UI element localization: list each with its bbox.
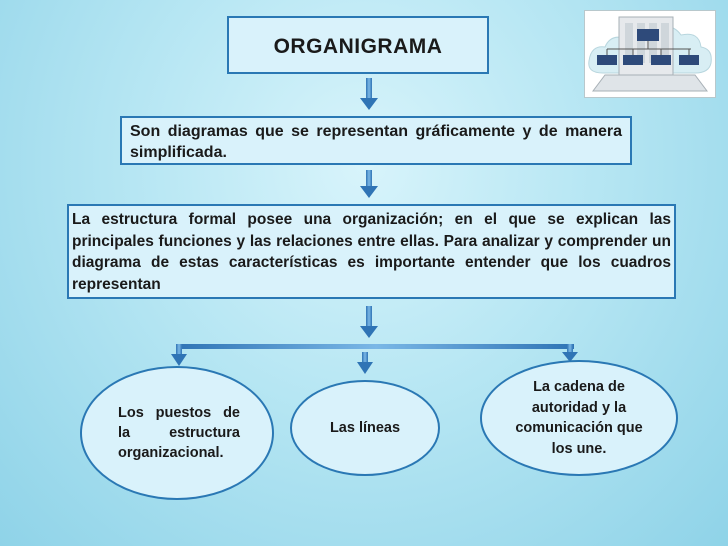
branch-bar [178, 344, 574, 349]
branch-oval-authority: La cadena de autoridad y la comunicación… [480, 360, 678, 476]
branch-text-lines: Las líneas [329, 420, 401, 436]
arrow-title-to-definition [360, 78, 378, 110]
branch-text-positions: Los puestos de la estructura organizacio… [118, 405, 240, 461]
arrow-branch-middle [357, 352, 373, 374]
branch-oval-positions: Los puestos de la estructura organizacio… [80, 366, 274, 500]
structure-box: La estructura formal posee una organizac… [67, 204, 676, 299]
structure-text: La estructura formal posee una organizac… [72, 211, 671, 293]
arrow-branch-left [171, 344, 187, 366]
arrow-structure-to-branches [360, 306, 378, 338]
branch-text-authority: La cadena de autoridad y la comunicación… [515, 379, 643, 457]
title-text: ORGANIGRAMA [273, 35, 443, 58]
definition-box: Son diagramas que se representan gráfica… [120, 116, 632, 165]
definition-text: Son diagramas que se representan gráfica… [130, 123, 622, 161]
title-box: ORGANIGRAMA [227, 16, 489, 74]
building-illustration [588, 16, 712, 92]
branch-oval-lines: Las líneas [290, 380, 440, 476]
org-chart-thumbnail-image [584, 10, 716, 98]
arrow-definition-to-structure [360, 170, 378, 198]
